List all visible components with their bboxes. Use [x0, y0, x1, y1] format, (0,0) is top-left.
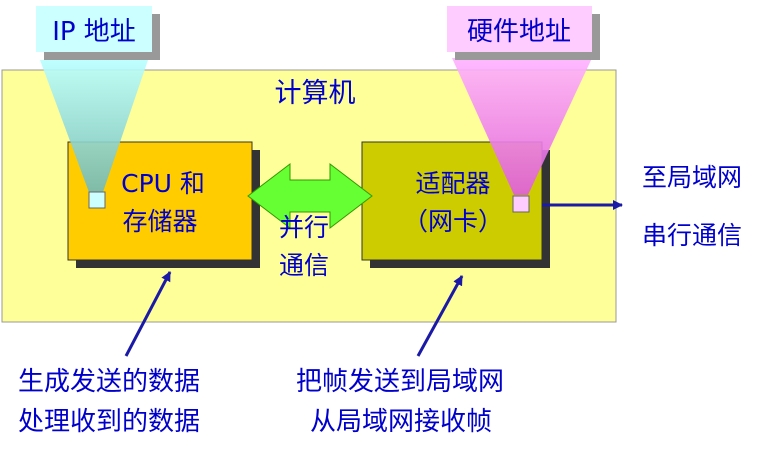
serial-label: 串行通信: [642, 221, 742, 250]
hw-label: 硬件地址: [467, 17, 571, 47]
cpu-note-line2: 处理收到的数据: [18, 407, 200, 437]
ip-label-box: [36, 6, 152, 52]
adapter-note-line2: 从局域网接收帧: [310, 407, 492, 437]
cpu-note-pointer: [124, 271, 172, 357]
ip-marker: [88, 191, 106, 209]
adapter-note-pointer: [416, 275, 464, 357]
hw-marker: [512, 195, 530, 213]
to-lan-label: 至局域网: [642, 163, 742, 192]
hw-beam: [452, 58, 592, 195]
cpu-note-line1: 生成发送的数据: [18, 367, 200, 397]
adapter-label-line1: 适配器: [415, 169, 490, 198]
parallel-label-line2: 通信: [279, 251, 329, 280]
parallel-label-line1: 并行: [279, 213, 329, 242]
hw-label-box: [447, 6, 592, 52]
cpu-label-line1: CPU 和: [121, 169, 205, 198]
ip-beam: [40, 60, 148, 195]
computer-label: 计算机: [275, 78, 356, 109]
adapter-note-line1: 把帧发送到局域网: [296, 367, 504, 397]
adapter-label-line2: （网卡）: [403, 207, 503, 236]
cpu-label-line2: 存储器: [122, 207, 197, 236]
parallel-double-arrow: [247, 162, 373, 230]
ip-label: IP 地址: [52, 17, 136, 47]
